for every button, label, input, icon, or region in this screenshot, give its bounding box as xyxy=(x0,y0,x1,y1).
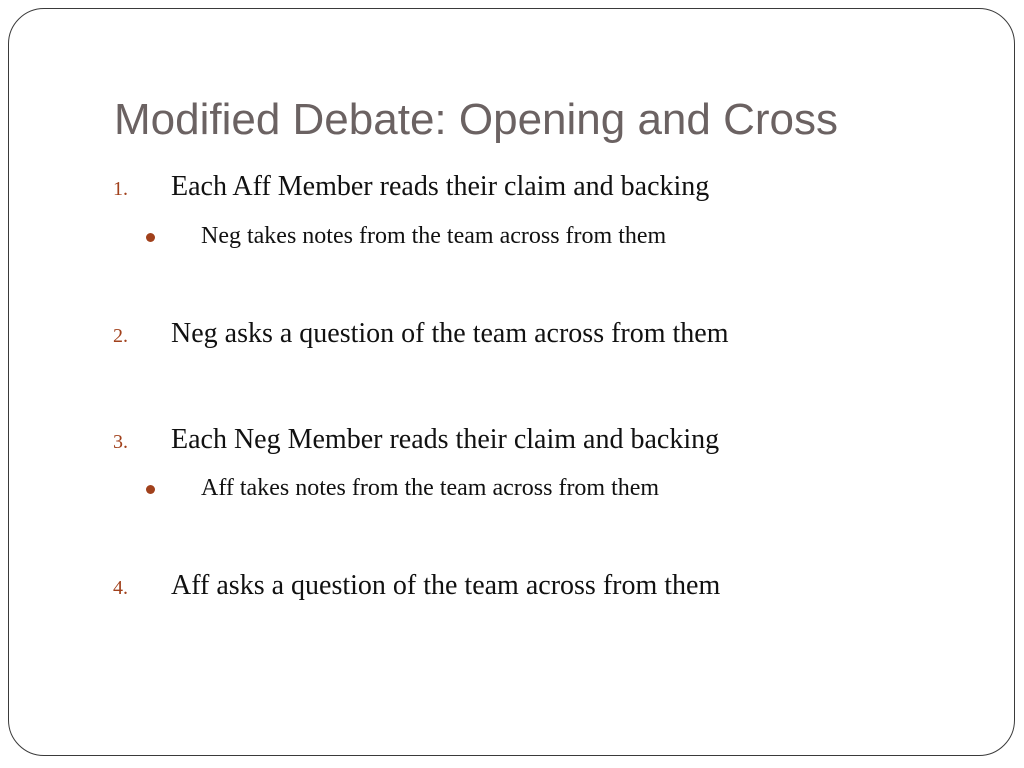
sub-item-text-1: Neg takes notes from the team across fro… xyxy=(201,223,667,249)
bullet-icon xyxy=(146,233,155,242)
item-text-2: Neg asks a question of the team across f… xyxy=(171,318,729,349)
item-text-4: Aff asks a question of the team across f… xyxy=(171,570,721,601)
sub-item-text-3: Aff takes notes from the team across fro… xyxy=(201,475,660,501)
item-text-3: Each Neg Member reads their claim and ba… xyxy=(171,424,720,455)
slide-title: Modified Debate: Opening and Cross xyxy=(114,95,838,144)
item-number-3: 3. xyxy=(113,431,128,453)
item-number-1: 1. xyxy=(113,178,128,200)
slide-frame xyxy=(8,8,1015,756)
item-text-1: Each Aff Member reads their claim and ba… xyxy=(171,171,710,202)
item-number-4: 4. xyxy=(113,577,128,599)
bullet-icon xyxy=(146,485,155,494)
item-number-2: 2. xyxy=(113,325,128,347)
